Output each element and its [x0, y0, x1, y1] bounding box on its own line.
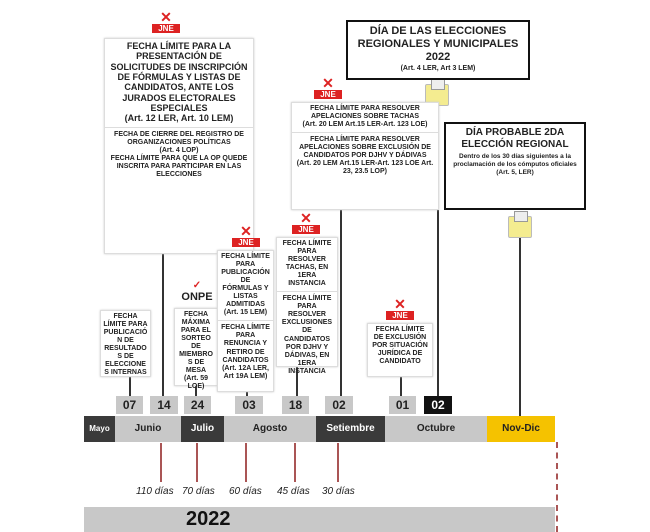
month-junio: Junio	[115, 416, 181, 442]
connector-line	[246, 392, 248, 396]
month-agosto: Agosto	[224, 416, 316, 442]
connector-line	[296, 367, 298, 396]
election-day-box: DÍA DE LAS ELECCIONES REGIONALES Y MUNIC…	[346, 20, 530, 80]
date-label: 02	[325, 396, 353, 414]
ballot-box-icon	[425, 79, 449, 106]
days-label: 30 días	[322, 486, 355, 497]
date-label: 18	[282, 396, 309, 414]
date-label: 24	[184, 396, 211, 414]
ballot-box-icon	[508, 211, 532, 238]
date-label: 01	[389, 396, 416, 414]
countdown-tick	[245, 443, 247, 482]
date-label: 03	[235, 396, 263, 414]
connector-line	[400, 377, 402, 396]
jne-logo: ✕JNE	[232, 224, 260, 249]
jne-logo: ✕JNE	[386, 297, 414, 322]
event-box-jun07: FECHA LÍMITE PARA PUBLICACIÓN DE RESULTA…	[100, 310, 151, 377]
date-label: 07	[116, 396, 143, 414]
countdown-tick	[337, 443, 339, 482]
event-box-jul24: FECHA MÁXIMA PARA EL SORTEO DE MIEMBROS …	[174, 308, 218, 390]
month-nov-dic: Nov-Dic	[487, 416, 555, 442]
jne-logo: ✕JNE	[152, 10, 180, 35]
onpe-logo: ✓ONPE	[181, 280, 213, 303]
year-label: 2022	[186, 508, 231, 530]
date-label: 14	[150, 396, 178, 414]
days-label: 70 días	[182, 486, 215, 497]
election-date-label: 02	[424, 396, 452, 414]
event-box-ago18: FECHA LÍMITE PARA RESOLVER TACHAS, EN 1E…	[276, 237, 338, 375]
event-box-set02: FECHA LÍMITE PARA RESOLVER APELACIONES S…	[291, 102, 439, 210]
event-box-oct01: FECHA LÍMITE DE EXCLUSIÓN POR SITUACIÓN …	[367, 323, 433, 377]
connector-line	[195, 386, 197, 396]
connector-line	[519, 236, 521, 416]
jne-logo: ✕JNE	[314, 76, 342, 101]
month-julio: Julio	[181, 416, 224, 442]
connector-line	[437, 104, 439, 396]
connector-line	[162, 254, 164, 396]
event-box-jun14: FECHA LÍMITE PARA LA PRESENTACIÓN DE SOL…	[104, 38, 254, 254]
connector-line	[340, 210, 342, 396]
days-label: 60 días	[229, 486, 262, 497]
month-setiembre: Setiembre	[316, 416, 385, 442]
days-label: 110 días	[136, 486, 174, 497]
connector-line	[129, 377, 131, 396]
event-box-ago03: FECHA LÍMITE PARA PUBLICACIÓN DE FÓRMULA…	[217, 250, 274, 392]
month-octubre: Octubre	[385, 416, 487, 442]
dashed-divider	[556, 442, 558, 532]
days-label: 45 días	[277, 486, 310, 497]
countdown-tick	[160, 443, 162, 482]
countdown-tick	[196, 443, 198, 482]
second-round-box: DÍA PROBABLE 2DA ELECCIÓN REGIONAL Dentr…	[444, 122, 586, 210]
countdown-tick	[294, 443, 296, 482]
jne-logo: ✕JNE	[292, 211, 320, 236]
month-mayo: Mayo	[84, 416, 115, 442]
year-bar: 2022	[84, 507, 555, 532]
